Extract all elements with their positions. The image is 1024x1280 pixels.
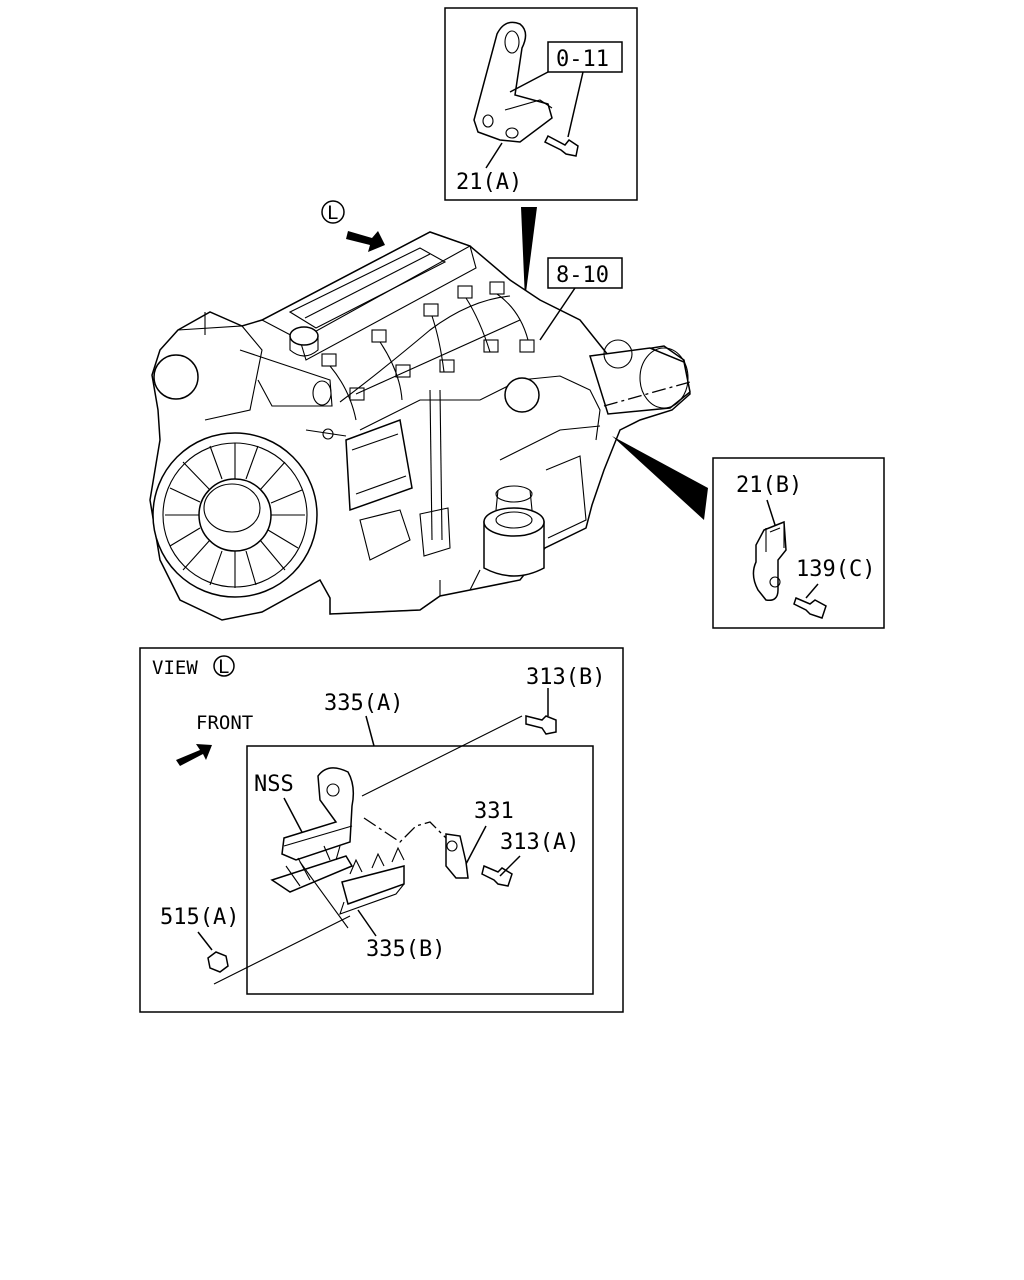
- inset-frame-top: [444, 7, 638, 201]
- bracket-21b-drawing: [752, 520, 787, 602]
- bolt-139c-drawing: [793, 596, 827, 619]
- part-label-313b: 313(B): [526, 665, 605, 690]
- ref-8-10: 8-10: [539, 257, 623, 341]
- bracket-nss-drawing: [281, 767, 355, 861]
- nut-515a-drawing: [207, 951, 229, 973]
- view-marker-letter: L: [327, 202, 338, 224]
- ref-box-0-11: [547, 41, 623, 73]
- view-l-marker: L: [321, 200, 385, 252]
- arrow-l-icon: [346, 231, 385, 252]
- part-label-21b: 21(B): [736, 473, 802, 498]
- view-letter: L: [218, 656, 229, 678]
- pointer-right-inset: [612, 436, 708, 520]
- inset-bracket-21a: 0-11 21(A): [444, 7, 638, 201]
- clip-331-drawing: [445, 833, 469, 879]
- front-label: FRONT: [196, 712, 253, 734]
- nss-label: NSS: [254, 772, 294, 797]
- part-label-515a: 515(A): [160, 905, 239, 930]
- bracket-21a-drawing: [473, 21, 553, 143]
- view-l-frame: [139, 647, 624, 1013]
- bolt-313b-drawing: [525, 715, 557, 735]
- part-label-139c: 139(C): [796, 557, 875, 582]
- inset-bracket-21b: 21(B) 139(C): [712, 457, 885, 629]
- part-label-21a: 21(A): [456, 170, 522, 195]
- engine-illustration: [149, 231, 691, 621]
- assembly-335a-frame: [246, 745, 594, 995]
- part-label-331: 331: [474, 799, 514, 824]
- bolt-drawing: [543, 134, 579, 157]
- ref-box-8-10: [547, 257, 623, 289]
- part-label-335b: 335(B): [366, 937, 445, 962]
- part-label-313a: 313(A): [500, 830, 579, 855]
- view-label: VIEW: [152, 657, 198, 679]
- front-arrow-icon: [176, 744, 212, 766]
- ref-label-0-11: 0-11: [556, 47, 609, 72]
- part-label-335a: 335(A): [324, 691, 403, 716]
- inset-frame-right: [712, 457, 885, 629]
- view-l-panel: VIEW L FRONT 335(A) 313(B) NSS 331: [139, 647, 624, 1013]
- ref-label-8-10: 8-10: [556, 263, 609, 288]
- pointer-top-inset: [521, 207, 537, 300]
